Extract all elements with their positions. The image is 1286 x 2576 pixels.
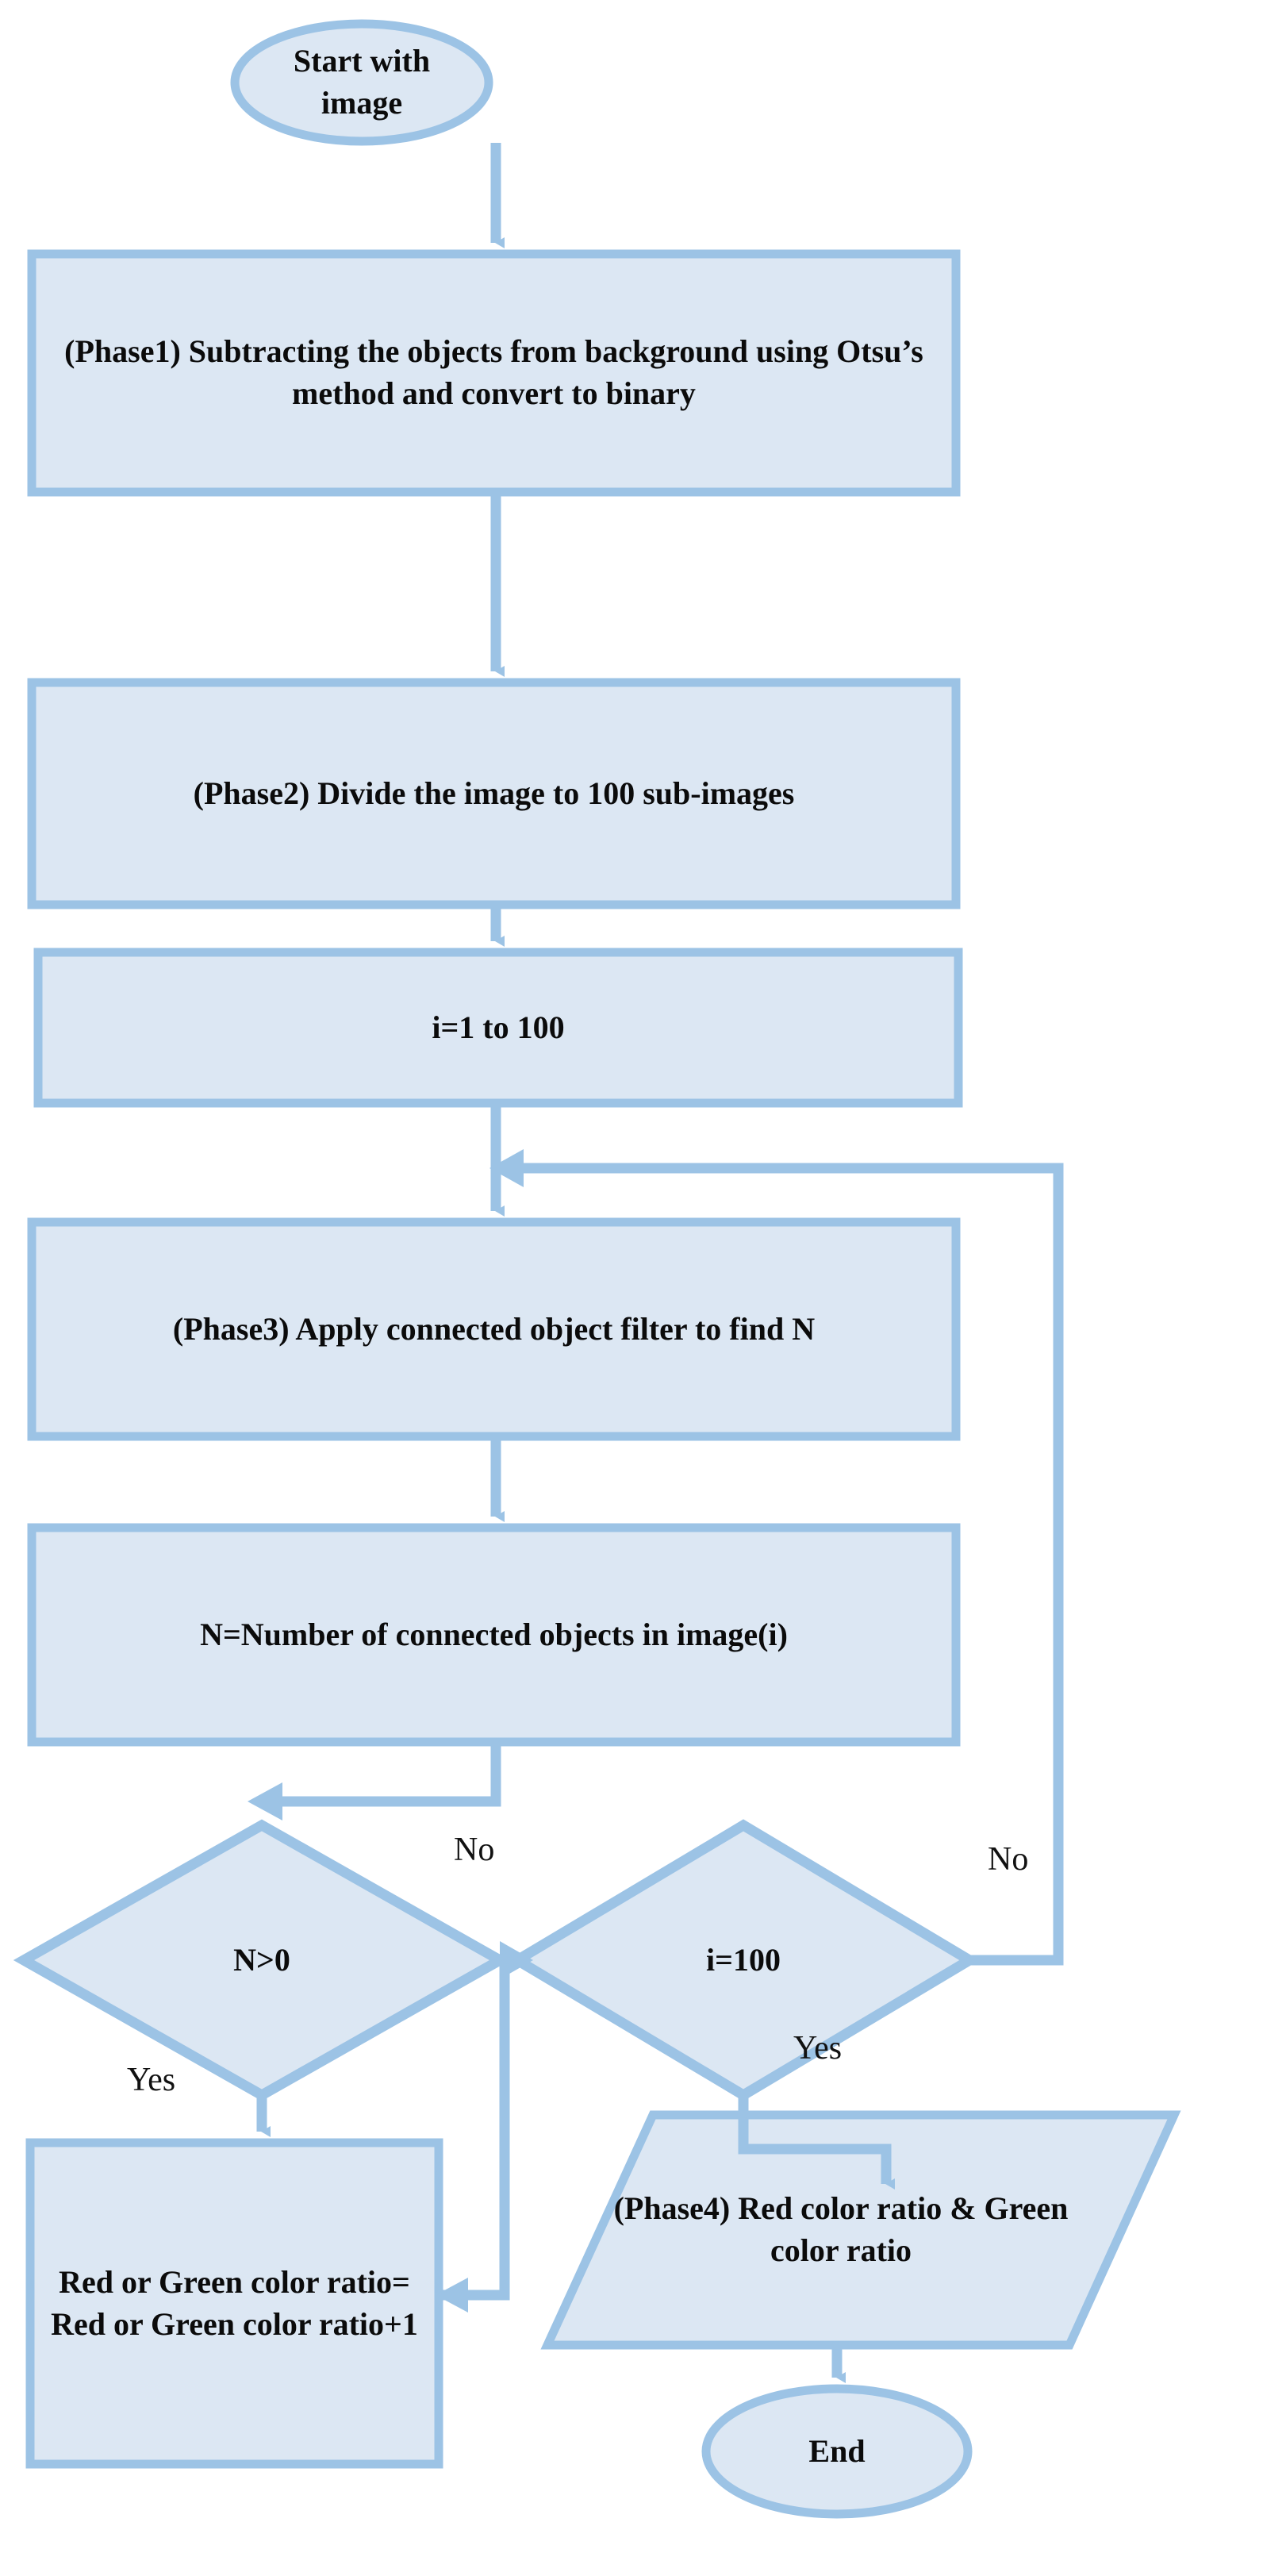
node-decision-n (13, 1819, 511, 2101)
edge-count-n-to-decision-n (270, 1744, 501, 1807)
edge-label-i-yes: Yes (793, 2030, 843, 2067)
node-decision-i (507, 1819, 980, 2101)
arrowhead-into-decision-n (248, 1782, 282, 1821)
node-phase1 (27, 249, 961, 497)
arrowhead-into-increment (436, 2278, 468, 2313)
node-count-n (27, 1523, 961, 1747)
node-phase3 (27, 1217, 961, 1441)
node-loop-init (33, 948, 963, 1108)
node-phase2 (27, 678, 961, 909)
arrowhead-loopback (489, 1149, 524, 1187)
arrowhead-into-decision-i (500, 1941, 533, 1979)
node-increment (25, 2138, 443, 2469)
edge-label-n-yes: Yes (127, 2062, 176, 2098)
node-end (701, 2384, 973, 2519)
edge-decision-i-no-loopback (508, 1163, 1064, 1966)
edge-label-i-no: No (988, 1841, 1029, 1878)
edge-label-n-no: No (454, 1832, 495, 1868)
node-phase4 (540, 2110, 1181, 2350)
edge-decision-i-yes-to-phase4 (738, 2097, 895, 2190)
node-start (230, 19, 493, 146)
edge-increment-return-path (439, 1962, 510, 2301)
